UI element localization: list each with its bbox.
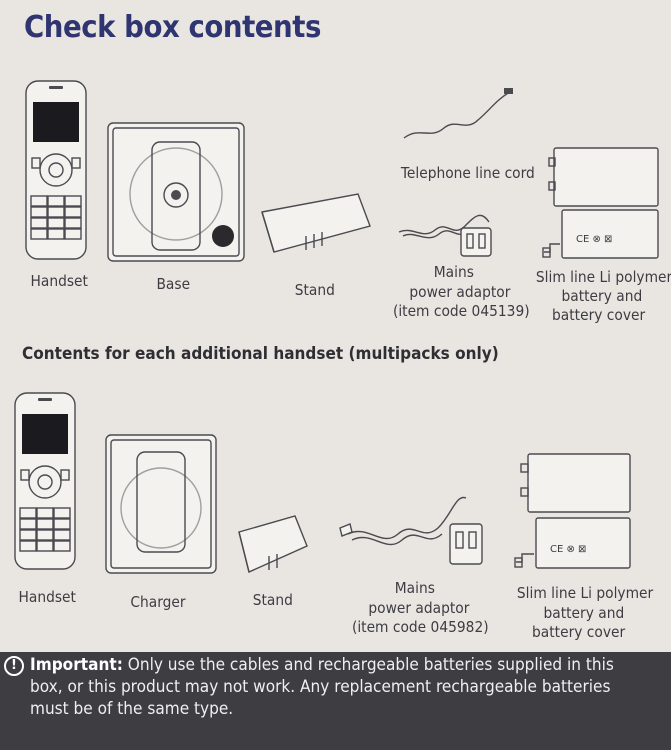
additional-battery-label-line3: battery cover xyxy=(532,623,626,641)
exclamation-circle-icon: ! xyxy=(4,656,24,676)
additional-adaptor-label-line2: power adaptor xyxy=(368,599,470,617)
page-title: Check box contents xyxy=(24,10,321,45)
handset-illustration xyxy=(25,80,87,260)
additional-handset-label: Handset xyxy=(18,588,76,606)
telephone-line-cord-illustration xyxy=(403,88,513,139)
mains-power-adaptor-illustration xyxy=(398,214,492,257)
base-illustration xyxy=(107,122,245,262)
base-label: Base xyxy=(156,275,191,293)
additional-adaptor-label-line3: (item code 045982) xyxy=(351,618,489,636)
svg-text:CE ⊗ ⊠: CE ⊗ ⊠ xyxy=(550,544,586,555)
additional-handset-heading: Contents for each additional handset (mu… xyxy=(22,344,499,364)
additional-battery-label-line2: battery and xyxy=(543,604,625,622)
additional-battery-label-line1: Slim line Li polymer xyxy=(516,584,654,602)
important-notice-text: Important: Only use the cables and recha… xyxy=(30,654,625,720)
adaptor-label-line2: power adaptor xyxy=(409,283,511,301)
battery-label-line2: battery and xyxy=(561,287,643,305)
additional-battery-cover-illustration xyxy=(520,453,631,513)
battery-illustration: CE ⊗ ⊠ xyxy=(542,209,659,259)
battery-label-line3: battery cover xyxy=(552,306,646,324)
charger-illustration xyxy=(105,434,217,574)
adaptor-label-line1: Mains xyxy=(433,263,474,281)
additional-handset-illustration xyxy=(14,392,76,570)
additional-stand-illustration xyxy=(238,515,308,573)
stand-label: Stand xyxy=(294,281,335,299)
battery-label-line1: Slim line Li polymer xyxy=(535,268,671,286)
charger-label: Charger xyxy=(130,593,186,611)
adaptor-label-line3: (item code 045139) xyxy=(392,302,530,320)
stand-illustration xyxy=(261,193,371,253)
handset-label: Handset xyxy=(30,272,88,290)
additional-adaptor-label-line1: Mains xyxy=(394,579,435,597)
additional-mains-power-adaptor-illustration xyxy=(339,496,483,565)
additional-battery-illustration: CE ⊗ ⊠ xyxy=(514,517,631,569)
important-label: Important: xyxy=(30,655,123,674)
important-notice: ! Important: Only use the cables and rec… xyxy=(0,652,671,750)
telephone-line-cord-label: Telephone line cord xyxy=(400,164,535,182)
additional-stand-label: Stand xyxy=(252,591,293,609)
important-body: Only use the cables and rechargeable bat… xyxy=(30,655,614,718)
battery-cover-illustration xyxy=(548,147,659,207)
svg-text:CE ⊗ ⊠: CE ⊗ ⊠ xyxy=(576,234,612,245)
